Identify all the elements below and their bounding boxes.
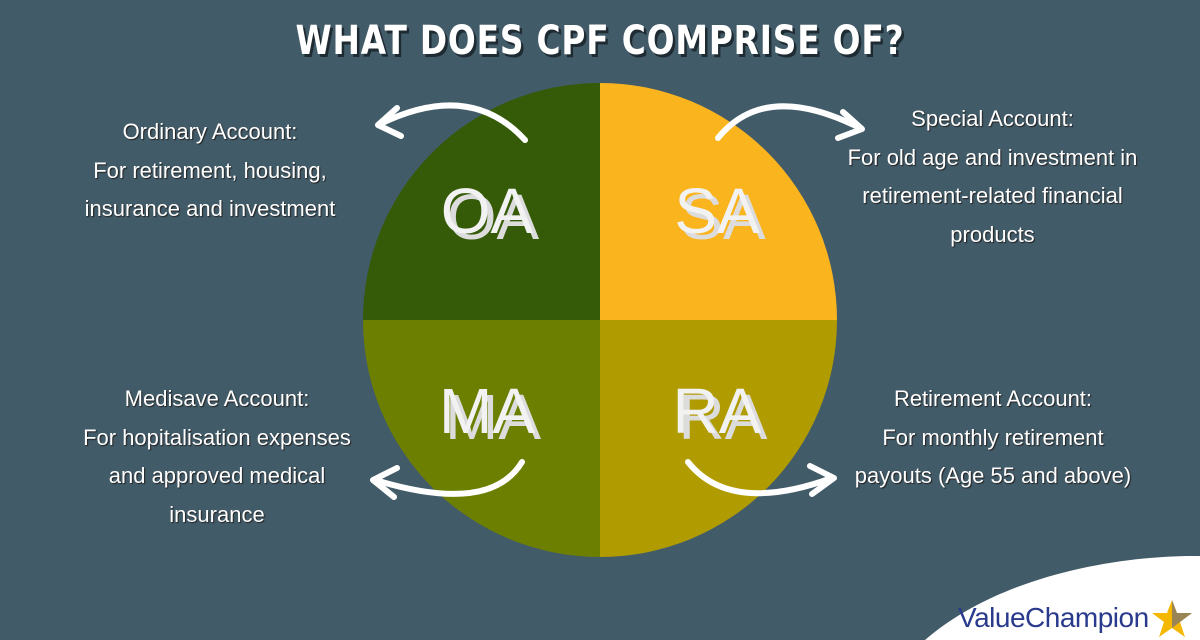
quadrant-label-sa: SA (674, 175, 760, 247)
description-ma-line: insurance (169, 501, 265, 527)
description-oa-line: insurance and investment (84, 196, 336, 221)
arrow-ma-icon (370, 459, 525, 500)
description-sa-line: For old age and investment in (847, 144, 1138, 170)
brand-star-icon (1152, 600, 1192, 637)
quadrant-sa (600, 83, 837, 320)
description-ma-heading: Medisave Account: (124, 386, 310, 411)
quadrant-ra (600, 320, 837, 557)
arrow-oa-icon (375, 102, 528, 143)
page-title: WHAT DOES CPF COMPRISE OF? (295, 18, 905, 64)
description-sa-line: retirement-related financial (862, 183, 1123, 208)
description-oa-line: For retirement, housing, (93, 157, 327, 183)
description-sa-line: products (950, 221, 1035, 247)
quadrant-label-oa-shadow: OA (447, 181, 540, 253)
arrow-ra-icon (685, 459, 837, 497)
description-sa-heading: Special Account: (911, 106, 1074, 131)
brand-corner (925, 555, 1200, 640)
quadrant-label-ma: MA (439, 375, 535, 447)
description-ra-line: payouts (Age 55 and above) (854, 463, 1132, 488)
description-ma: Medisave Account: For hopitalisation exp… (62, 380, 372, 534)
quadrant-label-ma-shadow: MA (445, 381, 541, 453)
quadrant-label-sa-shadow: SA (680, 181, 766, 253)
description-ra: Retirement Account: For monthly retireme… (838, 380, 1148, 496)
quadrant-label-ra-shadow: RA (679, 381, 768, 453)
quadrant-oa (363, 83, 600, 320)
brand-logo-text: ValueChampion (958, 602, 1149, 633)
quadrant-label-oa: OA (441, 175, 534, 247)
description-ma-line: and approved medical (108, 463, 326, 488)
description-sa: Special Account: For old age and investm… (835, 100, 1150, 254)
arrow-sa-icon (715, 103, 865, 141)
description-ra-line: For monthly retirement (882, 424, 1104, 450)
quadrant-label-ra: RA (673, 375, 762, 447)
description-oa: Ordinary Account: For retirement, housin… (55, 113, 365, 229)
description-ma-line: For hopitalisation expenses (83, 424, 351, 450)
description-ra-heading: Retirement Account: (893, 386, 1093, 411)
quadrant-ma (363, 320, 600, 557)
description-oa-heading: Ordinary Account: (122, 119, 298, 144)
